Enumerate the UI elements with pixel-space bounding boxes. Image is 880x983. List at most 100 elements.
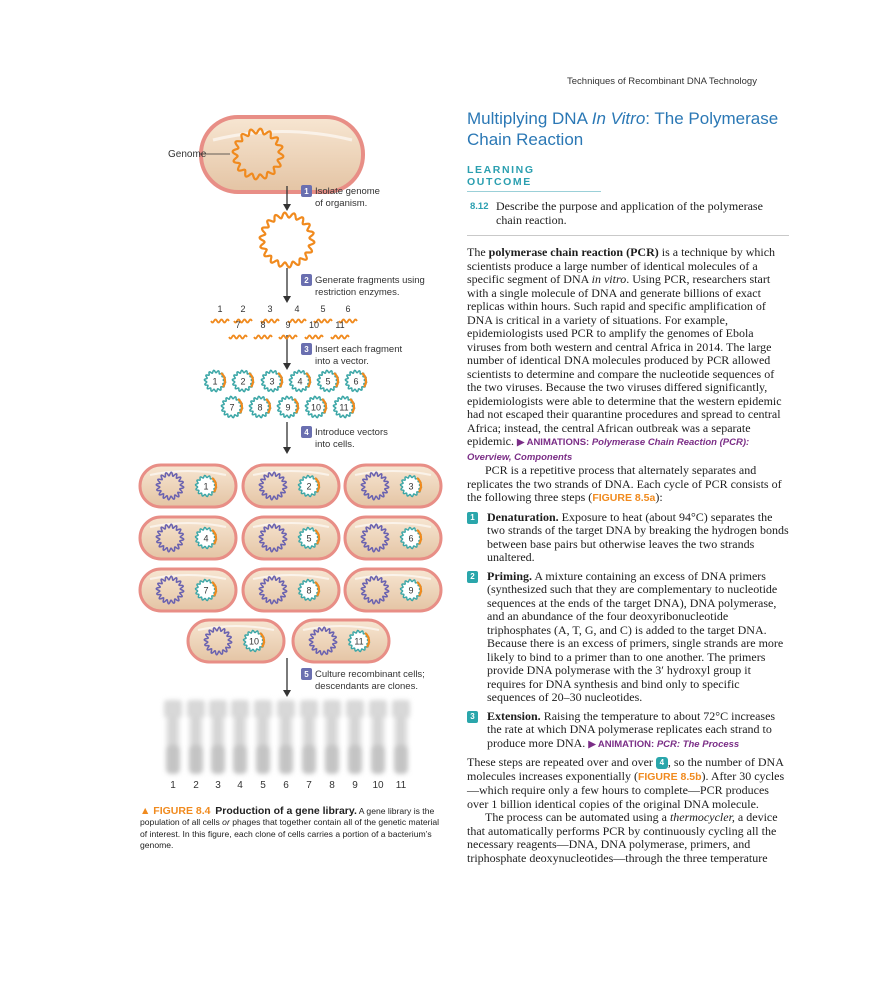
cell-clone-number: 7 (203, 586, 208, 596)
culture-tube (231, 700, 249, 774)
tube-number: 8 (329, 780, 335, 791)
figure-caption: ▲ FIGURE 8.4 Production of a gene librar… (140, 805, 442, 852)
learning-outcome-heading: LEARNING OUTCOME (467, 164, 601, 192)
fragment (253, 334, 273, 340)
p1-b: is a technique by which scientists produ… (467, 245, 776, 286)
culture-tube (164, 700, 182, 774)
clone-tubes (164, 700, 410, 774)
animations-label: ▶ ANIMATIONS: (516, 437, 590, 448)
p1-term: polymerase chain reaction (PCR) (488, 245, 659, 259)
vector-number: 10 (311, 403, 321, 413)
title-part-a: Multiplying DNA (467, 109, 592, 128)
tube-number: 7 (306, 780, 312, 791)
isolated-genome (258, 211, 316, 269)
fragment-number: 11 (335, 320, 344, 330)
tube-number: 1 (170, 780, 176, 791)
step-text: A mixture containing an excess of DNA pr… (487, 568, 784, 704)
recombinant-cell: 2 (241, 463, 341, 509)
fragment-number: 8 (260, 320, 265, 330)
vector-plasmid: 6 (344, 369, 368, 393)
learning-outcome: 8.12 Describe the purpose and applicatio… (467, 199, 789, 236)
culture-tube (392, 700, 410, 774)
p3-b: , so the number of DNA molecules increas… (467, 755, 784, 783)
vector-number: 3 (269, 377, 274, 387)
fragment (278, 334, 298, 340)
cell-clone-number: 4 (203, 534, 208, 544)
culture-tube (254, 700, 272, 774)
cell-clone-number: 10 (249, 637, 259, 647)
step-badge: 1 (304, 187, 309, 196)
figure-ref-8-5b[interactable]: FIGURE 8.5b (637, 770, 702, 783)
caption-or: or (222, 817, 230, 828)
step-term: Denaturation. (487, 509, 559, 524)
step-label-line2: of organism. (315, 198, 367, 209)
fragment-number: 9 (285, 320, 290, 330)
fragment (210, 318, 230, 324)
title-part-b: : The Polymerase Chain Reaction (467, 109, 779, 149)
vector-number: 9 (285, 403, 290, 413)
recombinant-cell: 7 (138, 567, 238, 613)
p1-c: . Using PCR, researchers start with a si… (467, 272, 782, 448)
tube-number: 11 (396, 780, 407, 791)
fragment-number: 7 (235, 320, 240, 330)
paragraph-thermocycler: The process can be automated using a the… (467, 810, 789, 865)
learning-outcome-text: Describe the purpose and application of … (496, 199, 763, 227)
p1-a: The (467, 245, 489, 259)
vector-number: 7 (229, 403, 234, 413)
vector-plasmid: 10 (304, 395, 328, 419)
p3-c: ). After 30 cycles—which require only a … (467, 768, 785, 811)
vector-plasmid: 1 (203, 369, 227, 393)
figure-ref-8-5a[interactable]: FIGURE 8.5a (592, 492, 656, 504)
pcr-step-priming: 2 Priming. A mixture containing an excess… (467, 568, 789, 705)
recombinant-cell: 1 (138, 463, 238, 509)
step-label-line1: Generate fragments using (315, 275, 425, 286)
cell-clone-number: 2 (306, 482, 311, 492)
recombinant-cell: 4 (138, 515, 238, 561)
vector-plasmid: 8 (248, 395, 272, 419)
section-title: Multiplying DNA In Vitro: The Polymerase… (467, 108, 789, 150)
vector-plasmid: 3 (260, 369, 284, 393)
vector-number: 5 (325, 377, 330, 387)
fragment-number: 2 (240, 304, 245, 314)
p2-a: PCR is a repetitive process that alterna… (467, 463, 782, 504)
vector-plasmid: 2 (231, 369, 255, 393)
animation-link[interactable]: ▶ ANIMATION: PCR: The Process (588, 739, 739, 750)
cell-clone-number: 11 (354, 637, 363, 647)
vector-number: 4 (297, 377, 302, 387)
fragment-number: 3 (267, 304, 272, 314)
tube-number: 5 (260, 780, 266, 791)
genome-chromosome (231, 127, 285, 181)
step-badge: 2 (304, 276, 309, 285)
vector-plasmid: 11 (332, 395, 356, 419)
step-term: Priming. (487, 568, 532, 583)
animation-title: PCR: The Process (654, 738, 740, 750)
p4-italic: thermocycler, (669, 810, 735, 824)
fragment (233, 318, 253, 324)
vector-number: 11 (339, 403, 348, 413)
animation-label: ▶ ANIMATION: (588, 738, 655, 750)
genome-label: Genome (168, 149, 207, 160)
culture-tube (323, 700, 341, 774)
culture-tube (346, 700, 364, 774)
step-term: Extension. (487, 708, 541, 723)
running-head: Techniques of Recombinant DNA Technology (567, 76, 757, 87)
culture-tube (277, 700, 295, 774)
vector-plasmid: 4 (288, 369, 312, 393)
step-label-line2: into cells. (315, 439, 355, 450)
animations-link[interactable]: ▶ ANIMATIONS: Polymerase Chain Reaction … (467, 437, 749, 463)
step-label-line2: restriction enzymes. (315, 287, 399, 298)
animations-title: Polymerase Chain Reaction (PCR): Overvie… (467, 437, 750, 463)
fragment (338, 318, 358, 324)
step-label-line2: into a vector. (315, 356, 369, 367)
tube-number: 6 (283, 780, 289, 791)
vector-number: 6 (353, 377, 358, 387)
step-badge: 2 (467, 570, 478, 583)
